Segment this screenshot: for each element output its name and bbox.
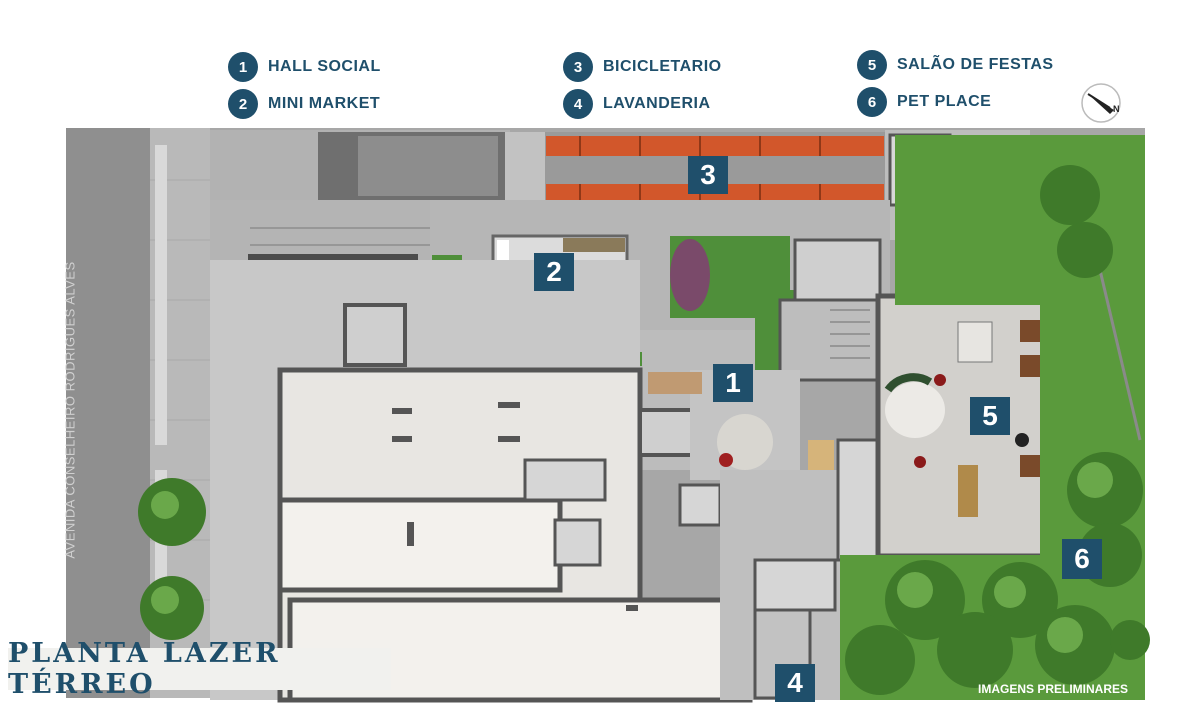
compass-letter: N: [1113, 104, 1120, 114]
legend-number: 6: [857, 87, 887, 117]
legend-number: 5: [857, 50, 887, 80]
legend-label: MINI MARKET: [268, 95, 381, 112]
core: [793, 238, 882, 302]
legend-label: LAVANDERIA: [603, 95, 711, 112]
legend-label: BICICLETARIO: [603, 58, 722, 75]
legend-item-pet-place: 6 PET PLACE: [857, 87, 991, 117]
marker-hall-social: 1: [713, 364, 753, 402]
marker-lavanderia: 4: [775, 664, 815, 702]
plan-title: PLANTA LAZER TÉRREO: [8, 638, 391, 700]
marker-salao-de-festas: 5: [970, 397, 1010, 435]
legend-item-mini-market: 2 MINI MARKET: [228, 89, 380, 119]
legend-label: PET PLACE: [897, 93, 992, 110]
legend-number: 4: [563, 89, 593, 119]
pet-place-lawn: [895, 135, 1145, 305]
legend-number: 3: [563, 52, 593, 82]
marker-mini-market: 2: [534, 253, 574, 291]
legend-number: 2: [228, 89, 258, 119]
legend-number: 1: [228, 52, 258, 82]
legend-item-lavanderia: 4 LAVANDERIA: [563, 89, 711, 119]
marker-bicicletario: 3: [688, 156, 728, 194]
legend-item-salao-de-festas: 5 SALÃO DE FESTAS: [857, 50, 1054, 80]
legend-label: HALL SOCIAL: [268, 58, 381, 75]
trees: [138, 165, 1150, 695]
disclaimer-label: IMAGENS PRELIMINARES: [978, 682, 1129, 696]
north-arrow-icon: N: [1081, 83, 1121, 123]
legend-label: SALÃO DE FESTAS: [897, 56, 1054, 73]
marker-pet-place: 6: [1062, 539, 1102, 579]
street-name-label: AVENIDA CONSELHEIRO RODRIGUES ALVES: [62, 261, 78, 559]
legend-item-bicicletario: 3 BICICLETARIO: [563, 52, 722, 82]
legend-item-hall-social: 1 HALL SOCIAL: [228, 52, 381, 82]
